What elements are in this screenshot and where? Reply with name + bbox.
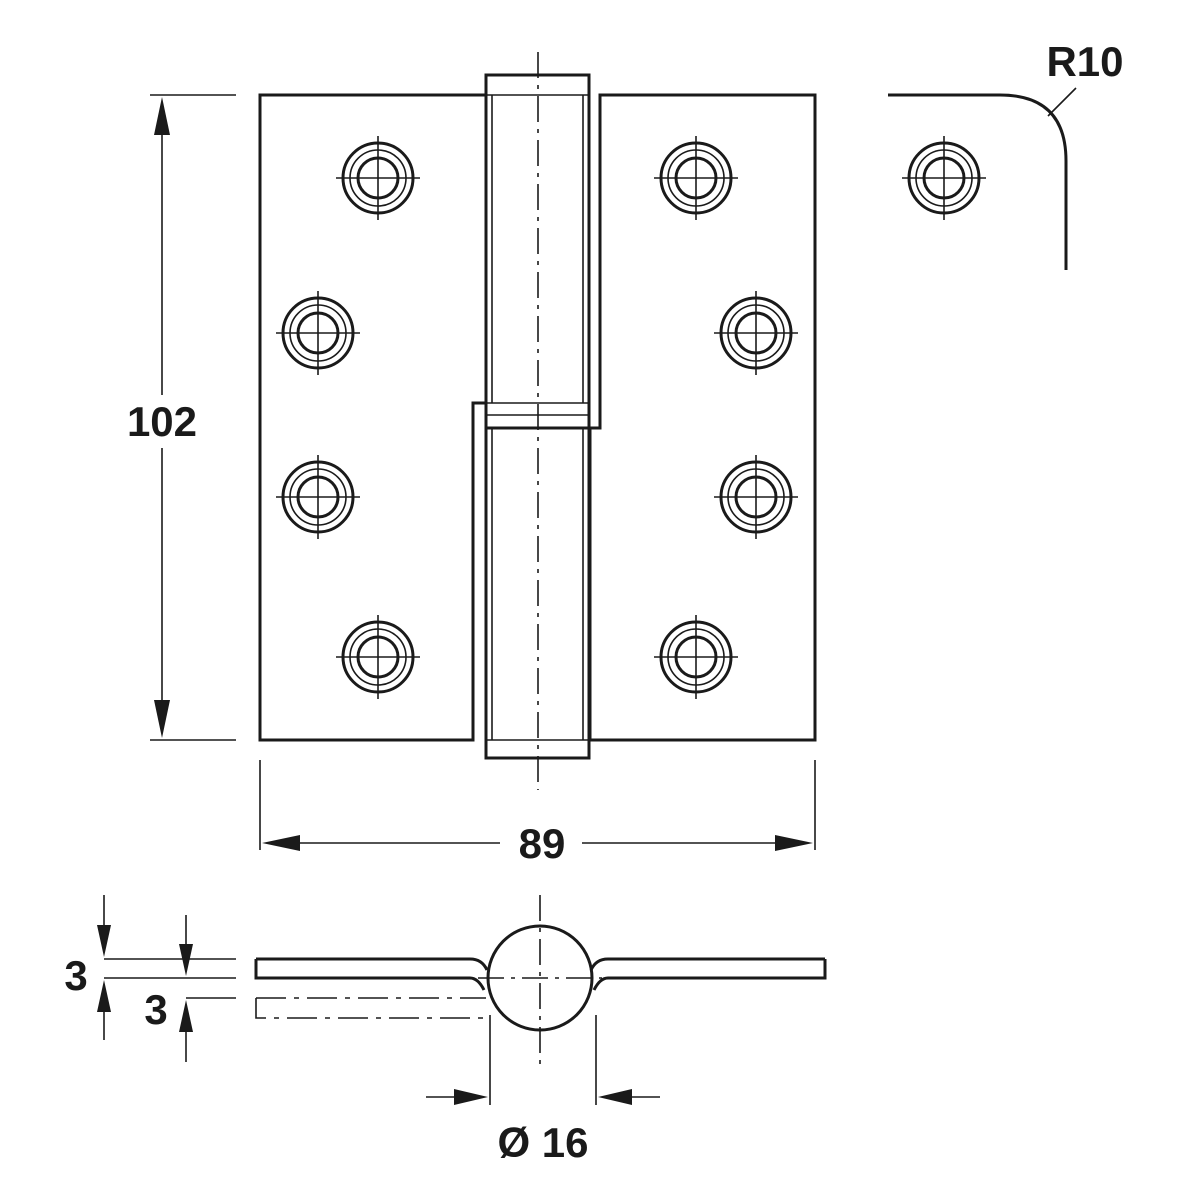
corner-radius-detail: R10: [888, 38, 1124, 270]
width-label: 89: [519, 820, 566, 867]
diameter-label: Ø 16: [497, 1119, 588, 1166]
screw-hole: [714, 291, 798, 375]
right-leaf-section: [589, 957, 827, 991]
right-leaf-outline: [588, 93, 817, 742]
screw-hole: [336, 615, 420, 699]
radius-leader-line: [1047, 87, 1077, 117]
leaf-thickness-label: 3: [64, 952, 87, 999]
diameter-dimension: Ø 16: [426, 1015, 660, 1166]
screw-hole: [714, 455, 798, 539]
left-leaf-outline: [258, 93, 488, 742]
screw-hole: [654, 136, 738, 220]
hidden-leaf-outline: [255, 997, 490, 1019]
screw-hole: [276, 291, 360, 375]
height-dimension: 102: [127, 94, 236, 741]
width-dimension: 89: [259, 760, 816, 867]
height-label: 102: [127, 398, 197, 445]
side-view: 3 3 Ø 16: [64, 895, 827, 1166]
screw-hole: [336, 136, 420, 220]
screw-hole: [654, 615, 738, 699]
front-view: [258, 52, 817, 790]
screw-hole: [902, 136, 986, 220]
gap-label: 3: [144, 986, 167, 1033]
left-leaf-section: [254, 957, 489, 991]
rounded-corner-outline: [888, 93, 1068, 270]
thickness-dimension: 3 3: [64, 895, 236, 1062]
radius-label: R10: [1046, 38, 1123, 85]
screw-hole: [276, 455, 360, 539]
